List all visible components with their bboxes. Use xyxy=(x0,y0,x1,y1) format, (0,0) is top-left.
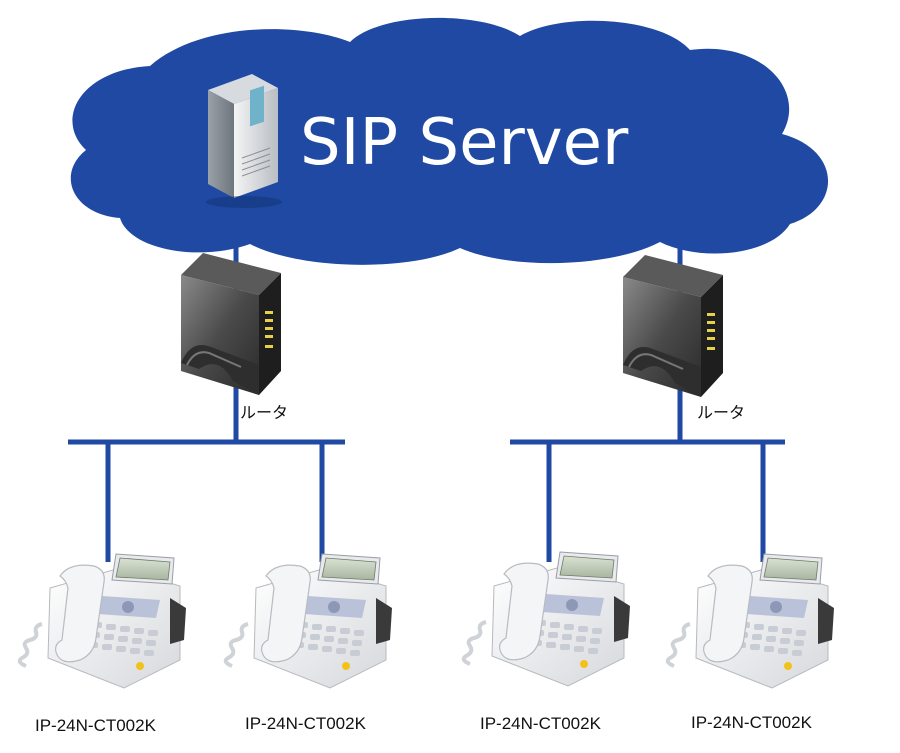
server-icon xyxy=(206,74,282,208)
cloud-title: SIP Server xyxy=(300,106,629,180)
phone-label: IP-24N-CT002K xyxy=(245,714,367,733)
phone-label: IP-24N-CT002K xyxy=(480,714,602,733)
phone-label: IP-24N-CT002K xyxy=(691,713,813,732)
router-icon xyxy=(180,252,282,396)
phone-label: IP-24N-CT002K xyxy=(35,716,157,735)
ip-phone-icon xyxy=(223,552,394,690)
router-icon xyxy=(622,254,724,398)
router-label: ルータ xyxy=(697,403,745,422)
ip-phone-icon xyxy=(17,552,188,690)
ip-phone-icon xyxy=(461,550,632,688)
ip-phone-icon xyxy=(665,552,836,690)
router-label: ルータ xyxy=(240,403,288,422)
